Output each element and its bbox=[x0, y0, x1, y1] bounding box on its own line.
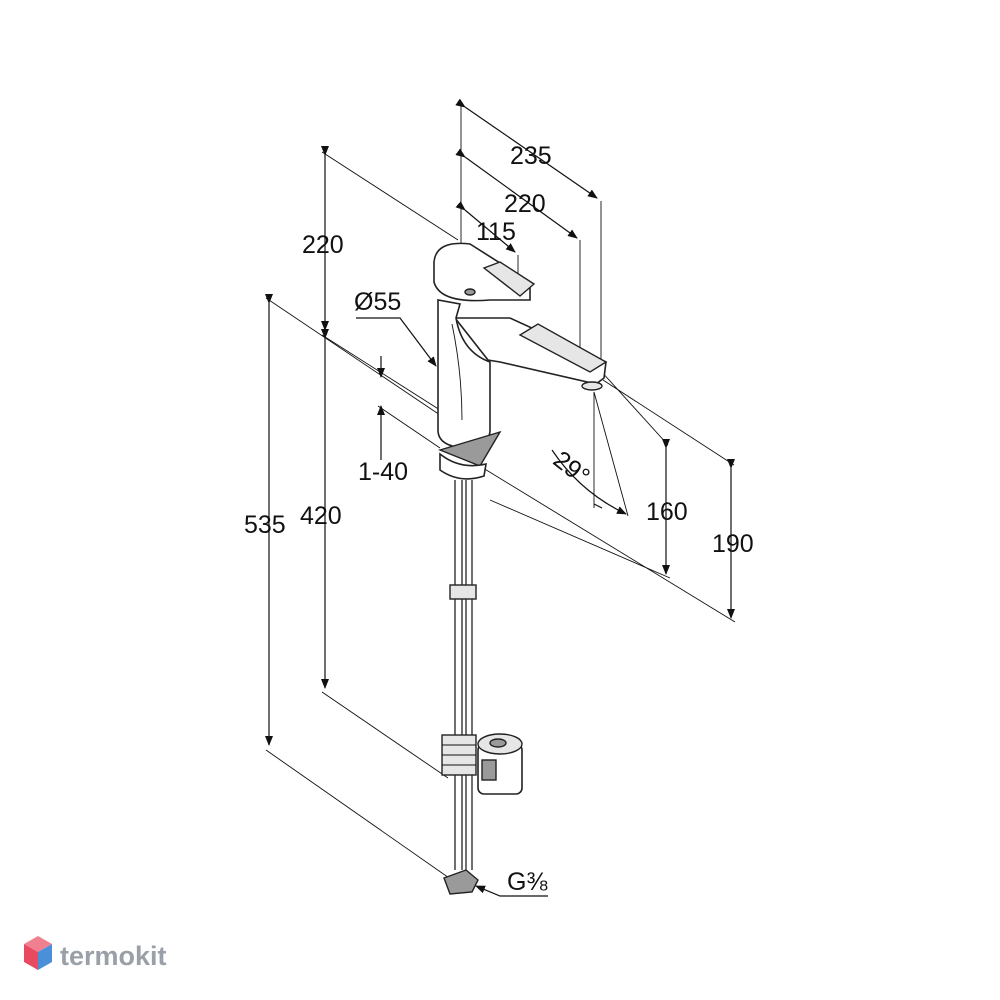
cube-icon bbox=[24, 936, 52, 970]
dim-diameter-label: Ø55 bbox=[354, 288, 401, 316]
supply-hoses bbox=[441, 480, 479, 895]
dim-420-label: 420 bbox=[300, 502, 342, 530]
termokit-logo: termokit bbox=[24, 936, 167, 971]
dim-115-label: 115 bbox=[476, 218, 516, 246]
dim-160-label: 160 bbox=[646, 498, 688, 526]
brand-name: termokit bbox=[60, 941, 167, 971]
cartridge-part bbox=[477, 733, 523, 795]
dim-angle-label: 29° bbox=[548, 446, 595, 491]
dim-thread-label: G⅜ bbox=[507, 868, 547, 896]
dim-1-40-label: 1-40 bbox=[358, 458, 408, 486]
dim-220-height-label: 220 bbox=[302, 231, 344, 259]
dim-190-label: 190 bbox=[712, 530, 754, 558]
dimension-lines bbox=[265, 98, 736, 897]
dim-535-label: 535 bbox=[244, 511, 286, 539]
dim-220-reach-label: 220 bbox=[504, 190, 546, 218]
dim-235-label: 235 bbox=[510, 142, 552, 170]
faucet-body bbox=[433, 242, 608, 480]
